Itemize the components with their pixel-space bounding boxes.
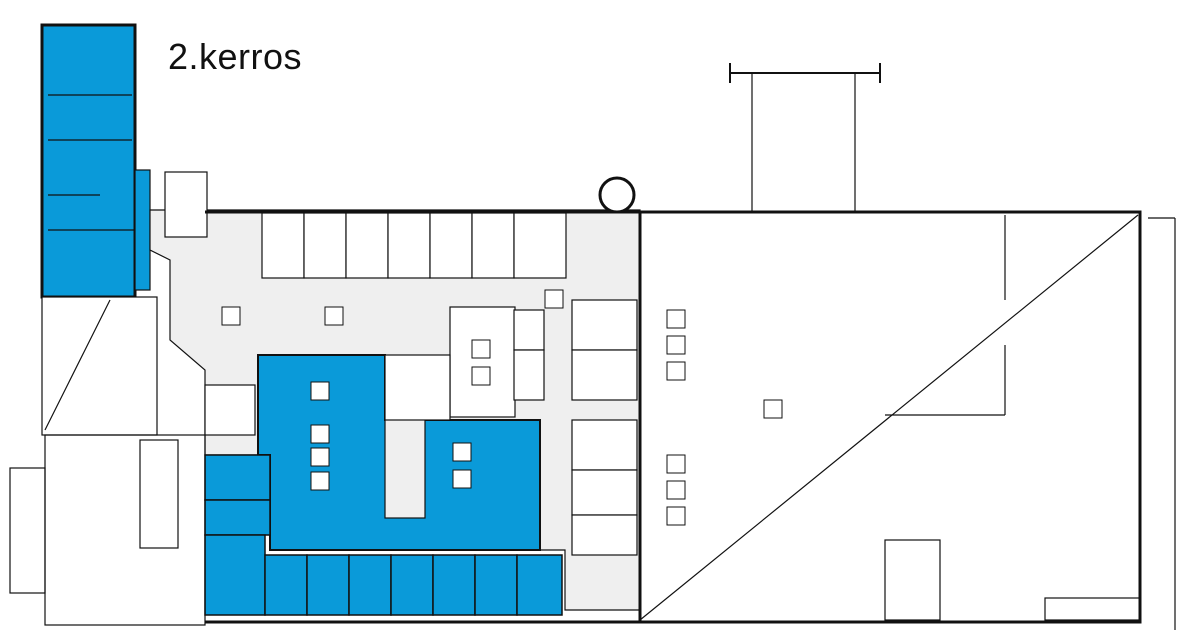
bottom-room-row-highlighted[interactable] bbox=[204, 454, 563, 616]
stairwell bbox=[164, 171, 208, 238]
diagonal-line bbox=[44, 299, 111, 431]
top-room-row bbox=[261, 212, 638, 556]
spiral-stair bbox=[598, 176, 636, 214]
room-left-wing-highlighted[interactable] bbox=[40, 23, 137, 299]
diagonal-line bbox=[639, 214, 1139, 621]
room-left-lower[interactable] bbox=[41, 296, 158, 436]
floor-title: 2.kerros bbox=[168, 36, 303, 77]
shaft-markers bbox=[221, 289, 783, 526]
